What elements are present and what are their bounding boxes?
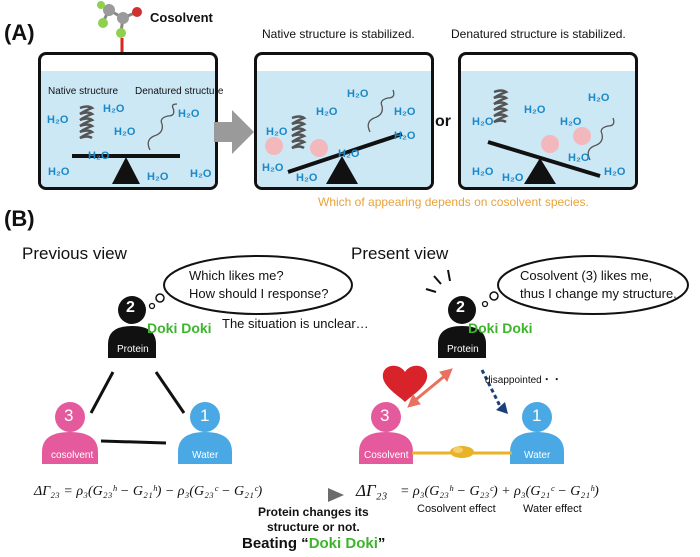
protein-right-label: Protein — [447, 344, 479, 355]
protein-left-num: 2 — [126, 299, 135, 316]
cosolvent-right-num: 3 — [380, 406, 390, 425]
h2o-label: H₂O — [472, 116, 494, 128]
water-fill — [461, 71, 635, 187]
h2o-label: H₂O — [262, 162, 284, 174]
h2o-label: H₂O — [296, 172, 318, 184]
box2-title: Native structure is stabilized. — [262, 27, 415, 41]
h2o-label: H₂O — [524, 104, 546, 116]
h2o-label: H₂O — [394, 106, 416, 118]
h2o-label: H₂O — [103, 103, 125, 115]
h2o-label: H₂O — [190, 168, 212, 180]
h2o-label: H₂O — [48, 166, 70, 178]
protein-left-label: Protein — [117, 344, 149, 355]
doki-right: Doki Doki — [468, 320, 533, 336]
h2o-label: H₂O — [47, 114, 69, 126]
beating-suffix: ” — [377, 535, 386, 552]
cosolvent-effect-label: Cosolvent effect — [417, 503, 496, 515]
protein-person-right — [438, 296, 486, 358]
h2o-label: H₂O — [502, 172, 524, 184]
water-left-num: 1 — [200, 406, 210, 425]
beaker-box-3 — [458, 52, 638, 190]
protein-right-num: 2 — [456, 299, 465, 316]
doki-left: Doki Doki — [147, 320, 212, 336]
relations-drawing — [42, 296, 564, 464]
seesaw-tilt-left — [265, 89, 403, 184]
panel-a-drawings — [72, 89, 615, 184]
bubble-left-line2: How should I response? — [189, 286, 329, 301]
h2o-label: H₂O — [604, 166, 626, 178]
handshake-icon — [450, 446, 474, 458]
bubble-left-line1: Which likes me? — [189, 268, 284, 283]
present-view-title: Present view — [351, 244, 449, 263]
h2o-label: H₂O — [560, 116, 582, 128]
cosolvent-person-right — [359, 402, 413, 464]
helix-icon — [79, 105, 95, 140]
box3-title: Denatured structure is stabilized. — [451, 27, 626, 41]
bubbles — [148, 255, 689, 315]
h2o-label: H₂O — [114, 126, 136, 138]
beating-prefix: Beating “ — [242, 535, 309, 552]
water-person-right — [510, 402, 564, 464]
water-left-label: Water — [192, 450, 219, 461]
unclear-text: The situation is unclear… — [222, 316, 369, 331]
gray-arrow-icon — [214, 110, 254, 154]
seesaw-level — [72, 103, 180, 184]
h2o-label: H₂O — [588, 92, 610, 104]
water-right-num: 1 — [532, 406, 542, 425]
equation-left: ΔΓ₂₃ = ρ₃(G₂₃ʰ − G₂₁ʰ) − ρ₃(G₂₃ᶜ − G₂₁ᶜ) — [34, 484, 263, 499]
beating-line: Beating “Doki Doki” — [242, 535, 385, 552]
h2o-label: H₂O — [394, 130, 416, 142]
equation-right-lhs: ΔΓ₂₃ — [356, 481, 388, 500]
water-effect-label: Water effect — [523, 503, 582, 515]
h2o-label: H₂O — [568, 152, 590, 164]
previous-view-title: Previous view — [22, 244, 127, 263]
beating-doki: Doki Doki — [308, 535, 378, 552]
h2o-label: H₂O — [316, 106, 338, 118]
equation-right-rhs: = ρ₃(G₂₃ʰ − G₂₃ᶜ) + ρ₃(G₂₁ᶜ − G₂₁ʰ) — [400, 484, 599, 499]
panel-b-label: (B) — [4, 206, 35, 231]
h2o-label: H₂O — [178, 108, 200, 120]
or-text: or — [435, 113, 451, 130]
h2o-label: H₂O — [266, 126, 288, 138]
cosolvent-person-left — [42, 402, 98, 464]
double-arrow-icon — [407, 368, 453, 408]
dotted-arrow-icon — [480, 369, 508, 414]
seesaw-tilt-right — [487, 89, 615, 184]
protein-person-left — [108, 296, 156, 358]
cosolvent-right-label: Cosolvent — [364, 450, 409, 461]
bottom-arrow-head-icon — [328, 488, 344, 502]
h2o-label: H₂O — [147, 171, 169, 183]
panel-a-label: (A) — [4, 20, 35, 45]
change-line1: Protein changes its — [258, 505, 369, 519]
bubble-right-line2: thus I change my structure. — [520, 286, 677, 301]
cosolvent-molecule-icon — [97, 1, 142, 38]
water-right-label: Water — [524, 450, 551, 461]
native-structure-label: Native structure — [48, 86, 119, 97]
h2o-label: H₂O — [338, 148, 360, 160]
disappointed-text: disappointed・・ — [485, 375, 562, 386]
h2o-label: H₂O — [88, 150, 110, 162]
h2o-label: H₂O — [472, 166, 494, 178]
cosolvent-left-label: cosolvent — [51, 450, 94, 461]
denatured-structure-label: Denatured structure — [135, 86, 224, 97]
cosolvent-label: Cosolvent — [150, 10, 213, 25]
h2o-label: H₂O — [347, 88, 369, 100]
coil-icon — [147, 103, 178, 151]
water-person-left — [178, 402, 232, 464]
heart-icon — [382, 365, 428, 402]
cosolvent-left-num: 3 — [64, 406, 74, 425]
panel-a-caption: Which of appearing depends on cosolvent … — [318, 195, 589, 209]
bubble-right-line1: Cosolvent (3) likes me, — [520, 268, 653, 283]
change-line2: structure or not. — [267, 520, 360, 534]
